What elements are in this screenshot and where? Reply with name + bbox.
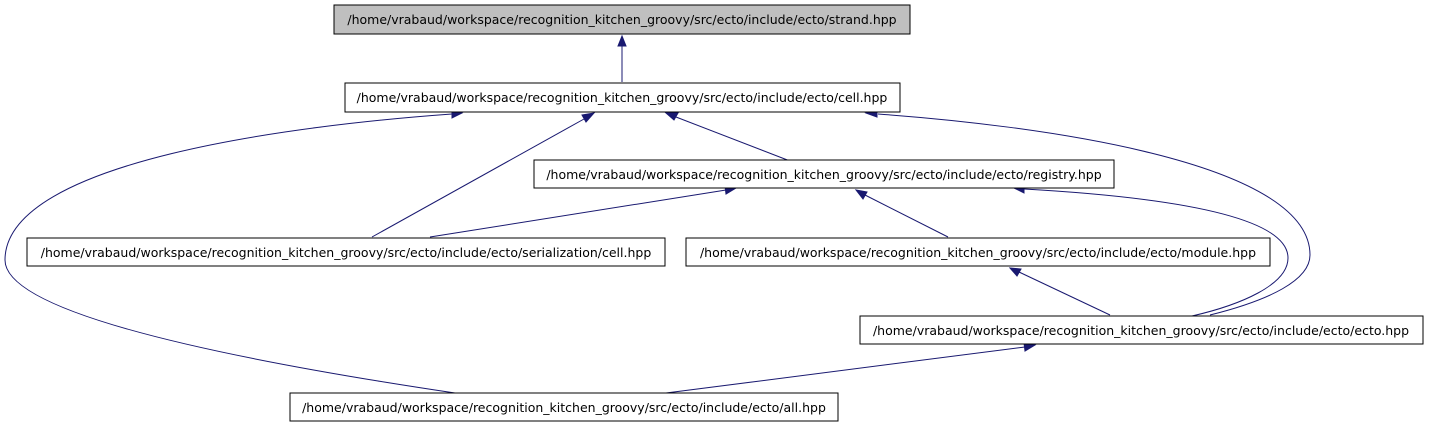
node-all-hpp[interactable]: /home/vrabaud/workspace/recognition_kitc… [289,392,839,422]
edge-all-to-cell [4,113,456,394]
node-all-label: /home/vrabaud/workspace/recognition_kitc… [302,400,826,415]
edge-ecto-to-module-arrowhead [1008,267,1022,277]
node-module-label: /home/vrabaud/workspace/recognition_kitc… [700,245,1256,260]
node-strand-hpp[interactable]: /home/vrabaud/workspace/recognition_kitc… [333,4,911,35]
node-ecto-box [859,315,1424,345]
node-cell-hpp[interactable]: /home/vrabaud/workspace/recognition_kitc… [344,82,901,113]
node-registry-hpp[interactable]: /home/vrabaud/workspace/recognition_kitc… [533,159,1115,189]
node-strand-box [333,4,911,35]
node-module-box [685,237,1271,267]
node-serialization-cell-box [26,237,666,267]
edge-all-to-ecto [665,346,1026,394]
node-registry-label: /home/vrabaud/workspace/recognition_kitc… [546,167,1101,182]
node-ecto-label: /home/vrabaud/workspace/recognition_kitc… [873,323,1409,338]
edge-ecto-to-registry [1023,188,1289,317]
edge-ecto-to-module [1018,271,1111,316]
edge-ecto-to-cell [877,113,1311,316]
edge-module-to-registry-arrowhead [854,189,868,200]
node-serialization-cell-hpp[interactable]: /home/vrabaud/workspace/recognition_kitc… [26,237,666,267]
node-cell-box [344,82,901,113]
node-module-hpp[interactable]: /home/vrabaud/workspace/recognition_kitc… [685,237,1271,267]
node-registry-box [533,159,1115,189]
edge-module-to-registry [864,194,949,238]
node-all-box [289,392,839,422]
node-strand-label: /home/vrabaud/workspace/recognition_kitc… [347,12,896,27]
node-cell-label: /home/vrabaud/workspace/recognition_kitc… [357,90,888,105]
edge-serialization-cell-to-cell [371,118,585,238]
nodes-layer: /home/vrabaud/workspace/recognition_kitc… [26,4,1424,422]
edge-registry-to-cell-arrowhead [664,112,679,121]
node-serialization-cell-label: /home/vrabaud/workspace/recognition_kitc… [41,245,652,260]
node-ecto-hpp[interactable]: /home/vrabaud/workspace/recognition_kitc… [859,315,1424,345]
edge-cell-to-strand-arrowhead [617,34,627,47]
edge-serialization-cell-to-registry [429,189,727,238]
edge-registry-to-cell [675,116,791,162]
edge-serialization-cell-to-cell-arrowhead [581,112,596,123]
